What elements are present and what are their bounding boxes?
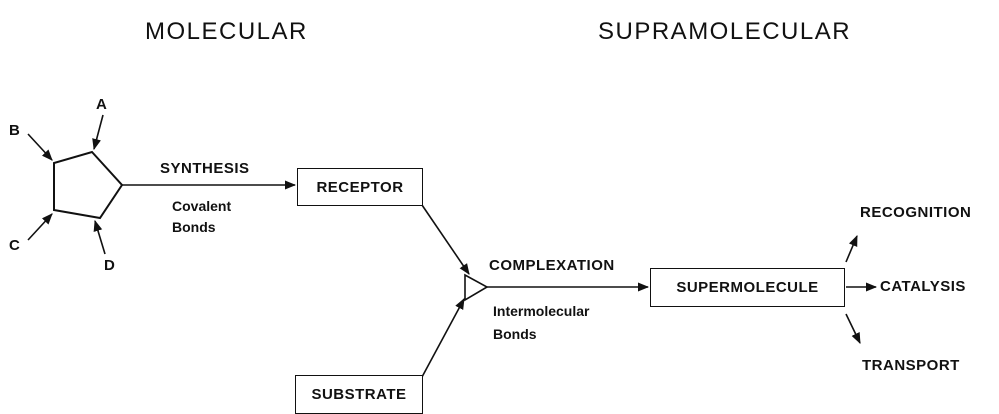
complex-triangle	[464, 273, 489, 302]
substrate-box: SUBSTRATE	[295, 375, 423, 414]
arrow-c	[27, 213, 53, 241]
synthesis-sub-1: Covalent	[172, 198, 232, 214]
synthesis-label: SYNTHESIS	[160, 160, 250, 177]
ring-label-b: B	[9, 122, 21, 139]
arrow-d	[93, 219, 106, 255]
outcome-transport: TRANSPORT	[862, 357, 960, 374]
ring-label-c: C	[9, 237, 21, 254]
transport-arrow	[845, 313, 861, 345]
pentagon-molecule	[53, 150, 124, 220]
complexation-label: COMPLEXATION	[489, 257, 615, 274]
outcome-recognition: RECOGNITION	[860, 204, 972, 221]
ring-label-d: D	[104, 257, 116, 274]
complexation-sub-1: Intermolecular	[493, 303, 590, 319]
receptor-box: RECEPTOR	[297, 168, 423, 206]
ring-label-a: A	[96, 96, 108, 113]
complexation-sub-2: Bonds	[493, 326, 537, 342]
outcome-catalysis: CATALYSIS	[880, 278, 966, 295]
heading-supramolecular: SUPRAMOLECULAR	[598, 18, 852, 45]
recognition-arrow	[845, 234, 858, 263]
arrow-b	[27, 133, 53, 161]
supermolecule-box: SUPERMOLECULE	[650, 268, 845, 307]
receptor-to-complex-line	[421, 204, 470, 275]
heading-molecular: MOLECULAR	[145, 18, 308, 45]
arrow-a	[92, 114, 104, 151]
substrate-to-complex-line	[421, 298, 465, 378]
synthesis-sub-2: Bonds	[172, 219, 216, 235]
